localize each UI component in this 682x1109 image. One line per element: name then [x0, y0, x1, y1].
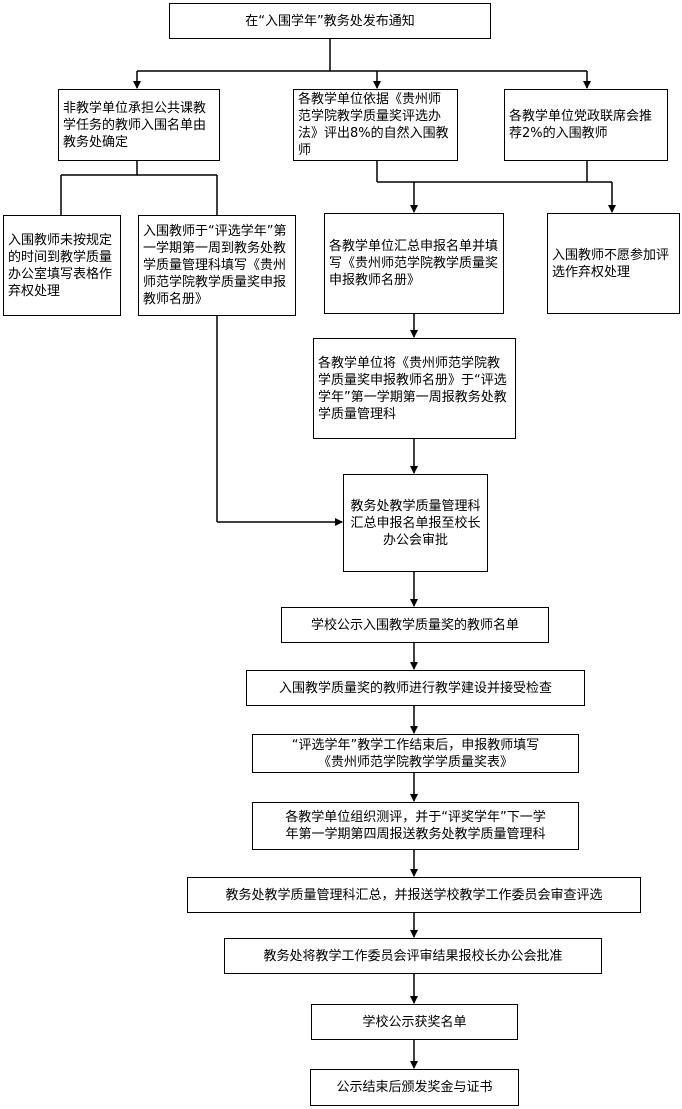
forfeit-unwilling-text: 入围教师不愿参加评选作弃权处理	[552, 247, 670, 280]
step-fill-form-line1: “评选学年”教学工作结束后，申报教师填写	[291, 737, 540, 753]
unit-summary-text: 各教学单位汇总申报名单并填写《贵州师范学院教学质量奖申报教师名册》	[329, 239, 499, 288]
office-approval-box: 教务处教学质量管理科汇总申报名单报至校长办公会审批	[343, 474, 488, 572]
step-publicize-winners: 学校公示获奖名单	[311, 1004, 518, 1040]
step-office-approval: 教务处将教学工作委员会评审结果报校长办公会批准	[224, 938, 602, 974]
forfeit-late-box: 入围教师未按规定的时间到教学质量办公室填写表格作弃权处理	[3, 215, 121, 316]
submit-roster-text: 各教学单位将《贵州师范学院教学质量奖申报教师名册》于“评选学年”第一学期第一周报…	[318, 355, 507, 422]
forfeit-late-text: 入围教师未按规定的时间到教学质量办公室填写表格作弃权处理	[8, 232, 113, 299]
unit-summary-box: 各教学单位汇总申报名单并填写《贵州师范学院教学质量奖申报教师名册》	[324, 213, 504, 314]
submit-roster-box: 各教学单位将《贵州师范学院教学质量奖申报教师名册》于“评选学年”第一学期第一周报…	[313, 338, 516, 439]
step-committee-review-text: 教务处教学质量管理科汇总，并报送学校教学工作委员会审查评选	[225, 887, 603, 903]
step-award-certificates: 公示结束后颁发奖金与证书	[310, 1069, 519, 1106]
step-construction-inspection-text: 入围教学质量奖的教师进行教学建设并接受检查	[278, 680, 552, 696]
natural-shortlist-text: 各教学单位依据《贵州师范学院教学质量奖评选办法》评出8%的自然入围教师	[298, 92, 449, 158]
notice-text: 在“入围学年”教务处发布通知	[245, 13, 415, 29]
step-unit-evaluation: 各教学单位组织测评，并于“评奖学年”下一学 年第一学期第四周报送教务处教学质量管…	[252, 802, 579, 850]
step-committee-review: 教务处教学质量管理科汇总，并报送学校教学工作委员会审查评选	[187, 877, 641, 913]
step-fill-form: “评选学年”教学工作结束后，申报教师填写 《贵州师范学院教学学质量奖表》	[252, 734, 579, 773]
step-publicize-shortlist-text: 学校公示入围教学质量奖的教师名单	[310, 617, 519, 633]
notice-box: 在“入围学年”教务处发布通知	[169, 3, 491, 39]
non-teaching-unit-text: 非教学单位承担公共课教学任务的教师入围名单由教务处确定	[63, 100, 207, 150]
recommended-shortlist-box: 各教学单位党政联席会推荐2%的入围教师	[504, 89, 668, 161]
step-office-approval-text: 教务处将教学工作委员会评审结果报校长办公会批准	[263, 948, 563, 964]
register-roster-text: 入围教师于“评选学年”第一学期第一周到教务处教学质量管理科填写《贵州师范学院教学…	[143, 224, 287, 307]
forfeit-unwilling-box: 入围教师不愿参加评选作弃权处理	[547, 213, 680, 314]
natural-shortlist-box: 各教学单位依据《贵州师范学院教学质量奖评选办法》评出8%的自然入围教师	[293, 89, 458, 161]
step-unit-evaluation-line1: 各教学单位组织测评，并于“评奖学年”下一学	[285, 810, 546, 825]
non-teaching-unit-box: 非教学单位承担公共课教学任务的教师入围名单由教务处确定	[58, 89, 220, 161]
recommended-shortlist-text: 各教学单位党政联席会推荐2%的入围教师	[509, 109, 653, 141]
step-fill-form-line2: 《贵州师范学院教学学质量奖表》	[317, 754, 513, 770]
step-unit-evaluation-line2: 年第一学期第四周报送教务处教学质量管理科	[285, 827, 546, 842]
step-construction-inspection: 入围教学质量奖的教师进行教学建设并接受检查	[246, 670, 585, 706]
register-roster-box: 入围教师于“评选学年”第一学期第一周到教务处教学质量管理科填写《贵州师范学院教学…	[138, 215, 296, 316]
step-award-certificates-text: 公示结束后颁发奖金与证书	[336, 1080, 493, 1095]
office-approval-text: 教务处教学质量管理科汇总申报名单报至校长办公会审批	[350, 498, 481, 548]
step-publicize-winners-text: 学校公示获奖名单	[362, 1014, 467, 1030]
step-publicize-shortlist: 学校公示入围教学质量奖的教师名单	[281, 607, 549, 643]
